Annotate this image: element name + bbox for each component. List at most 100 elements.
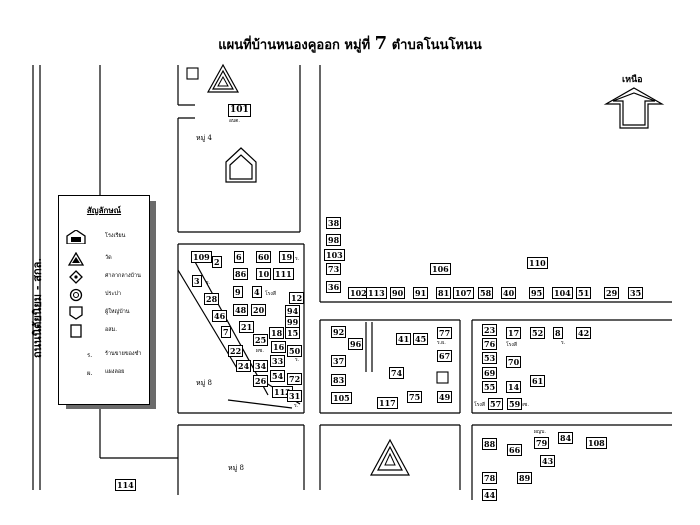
temple-icon	[67, 252, 85, 266]
legend-abbr: ผ.	[87, 370, 93, 377]
water-supply-icon	[69, 288, 83, 302]
house-annotation: ร.	[295, 357, 300, 363]
legend-item: ประปา	[65, 288, 149, 302]
temple-icon	[206, 63, 240, 93]
house-number: 79	[534, 437, 550, 449]
house-number: 74	[389, 367, 405, 379]
house-number: 88	[482, 438, 498, 450]
legend-label: ศาลากลางบ้าน	[105, 273, 141, 279]
house-number: 103	[324, 249, 345, 261]
house-annotation: ร.	[561, 340, 566, 346]
house-number: 53	[482, 352, 498, 364]
legend-abbr: ร.	[87, 352, 93, 359]
house-annotation: อบต.	[229, 118, 241, 124]
house-annotation: ผช.	[256, 348, 264, 354]
house-number: 90	[390, 287, 406, 299]
house-number: 4	[252, 286, 262, 298]
house-number: 83	[331, 374, 347, 386]
house-number: 67	[437, 350, 453, 362]
school-icon	[66, 230, 86, 244]
house-number: 51	[576, 287, 592, 299]
legend-label: แผงลอย	[105, 369, 125, 375]
legend-title: สัญลักษณ์	[86, 205, 122, 215]
house-number: 45	[413, 333, 429, 345]
house-number: 31	[287, 390, 303, 402]
house-number: 49	[437, 391, 453, 403]
title-suffix: ตำบลโนนโหนน	[391, 38, 482, 53]
house-number: 110	[527, 257, 548, 269]
house-number: 95	[529, 287, 545, 299]
house-number: 55	[482, 381, 498, 393]
house-number: 43	[540, 455, 556, 467]
legend-item: ผ. แผงลอย	[65, 366, 149, 380]
roads	[32, 65, 672, 500]
house-number: 86	[233, 268, 249, 280]
house-number: 92	[331, 326, 347, 338]
house-number: 57	[488, 398, 504, 410]
house-annotation: ร.	[294, 403, 299, 409]
house-number: 2	[212, 256, 222, 268]
school-icon	[225, 147, 257, 183]
house-number: 59	[507, 398, 523, 410]
house-annotation: ผญบ.	[534, 429, 546, 435]
house-number: 34	[253, 360, 269, 372]
house-number: 76	[482, 338, 498, 350]
house-number: 17	[506, 327, 522, 339]
title-prefix: แผนที่บ้านหนองคูออก หมู่ที่	[218, 38, 371, 53]
volunteer-marker	[186, 67, 199, 80]
house-number: 20	[251, 304, 267, 316]
house-number: 48	[233, 304, 249, 316]
house-number: 15	[285, 327, 301, 339]
house-number: 22	[228, 345, 244, 357]
legend-label: โรงเรียน	[105, 233, 126, 239]
house-annotation: ร.ผ.	[437, 340, 446, 346]
house-number: 61	[530, 375, 546, 387]
house-number: 24	[236, 360, 252, 372]
north-arrow-icon	[603, 87, 665, 129]
volunteer-icon	[70, 324, 82, 338]
house-number: 40	[501, 287, 517, 299]
house-number: 19	[279, 251, 295, 263]
legend-item: วัด	[65, 252, 149, 266]
house-number: 21	[239, 321, 255, 333]
house-number: 33	[270, 355, 286, 367]
legend: สัญลักษณ์ โรงเรียน วัด ศาลากลางบ้าน ประป…	[58, 195, 150, 405]
legend-item: ผู้ใหญ่บ้าน	[65, 306, 149, 320]
house-number: 81	[436, 287, 452, 299]
map-title: แผนที่บ้านหนองคูออก หมู่ที่ 7 ตำบลโนนโหน…	[0, 33, 700, 55]
house-number: 8	[553, 327, 563, 339]
legend-label: วัด	[105, 255, 112, 261]
legend-label: อสม.	[105, 327, 118, 333]
house-number: 113	[366, 287, 387, 299]
house-number: 58	[478, 287, 494, 299]
house-annotation: ผช.	[521, 402, 529, 408]
house-number: 14	[506, 381, 522, 393]
house-annotation: ร.	[206, 280, 211, 286]
house-annotation: ร.	[295, 256, 300, 262]
house-annotation: โรงสี	[506, 342, 517, 348]
house-number: 9	[233, 286, 243, 298]
house-number: 23	[482, 324, 498, 336]
house-number: 29	[604, 287, 620, 299]
house-number: 107	[453, 287, 474, 299]
house-number: 101	[228, 104, 251, 117]
house-number: 16	[271, 341, 287, 353]
legend-label: ประปา	[105, 291, 121, 297]
house-number: 73	[326, 263, 342, 275]
house-number: 98	[326, 234, 342, 246]
house-number: 72	[287, 373, 303, 385]
house-number: 12	[289, 292, 305, 304]
house-number: 50	[287, 345, 303, 357]
house-number: 66	[507, 444, 523, 456]
house-number: 91	[413, 287, 429, 299]
house-number: 25	[253, 334, 269, 346]
house-number: 28	[204, 293, 220, 305]
house-number: 26	[253, 375, 269, 387]
house-number: 36	[326, 281, 342, 293]
legend-label: ร้านขายของชำ	[105, 351, 142, 357]
house-number: 109	[191, 251, 212, 263]
road-label: ถนนนิตัยนิยม - สกล.	[31, 257, 44, 358]
house-number: 108	[586, 437, 607, 449]
legend-item: ร. ร้านขายของชำ	[65, 348, 149, 362]
